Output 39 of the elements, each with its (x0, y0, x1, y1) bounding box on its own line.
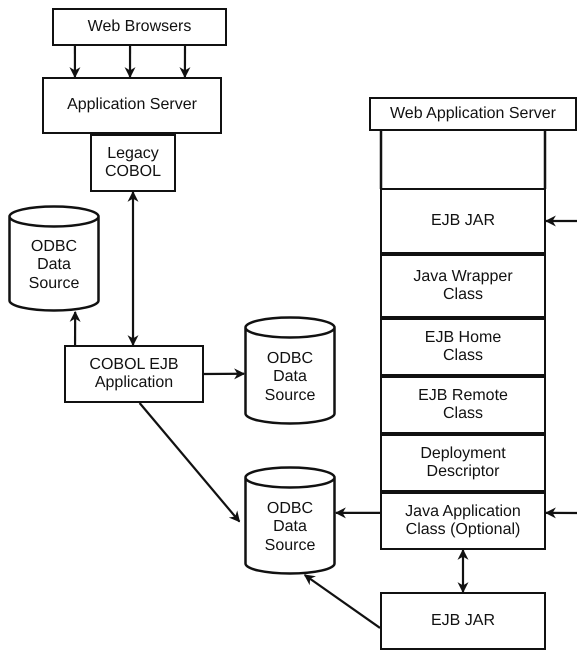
node-label: EJB JAR (430, 612, 495, 630)
arrow (69, 46, 80, 78)
arrow (124, 46, 136, 78)
arrow (544, 216, 577, 226)
node-label: Java Wrapper Class (412, 268, 514, 304)
arrow (138, 402, 240, 522)
process-box (380, 592, 546, 650)
node-label: EJB JAR (430, 212, 495, 230)
process-box (42, 77, 222, 134)
process-box (380, 318, 546, 376)
process-box (369, 97, 577, 131)
process-box (90, 134, 176, 192)
node-label: Legacy COBOL (104, 144, 162, 182)
node-label: ODBC Data Source (264, 500, 316, 556)
process-box (380, 254, 546, 318)
arrow (334, 507, 380, 518)
node-label: Java Application Class (Optional) (404, 502, 522, 540)
node-label: Application Server (67, 96, 197, 115)
node-label: Deployment Descriptor (419, 444, 507, 482)
process-box (64, 345, 204, 403)
node-label: Web Browsers (88, 18, 192, 36)
arrow (128, 190, 139, 346)
arrow (458, 548, 468, 594)
node-label: ODBC Data Source (28, 238, 80, 294)
process-box (380, 188, 546, 254)
node-label: EJB Home Class (424, 328, 502, 366)
node-label: Web Application Server (390, 104, 556, 124)
arrow (204, 368, 246, 380)
arrow (70, 310, 81, 345)
node-label: EJB Remote Class (417, 386, 509, 424)
node-label: COBOL EJB Application (88, 356, 180, 392)
process-box (380, 492, 546, 550)
process-box (380, 434, 546, 492)
arrow (304, 574, 381, 629)
process-box (380, 376, 546, 434)
process-box (52, 8, 227, 46)
node-label: ODBC Data Source (264, 350, 316, 406)
arrow (544, 507, 577, 518)
arrow (179, 46, 190, 78)
